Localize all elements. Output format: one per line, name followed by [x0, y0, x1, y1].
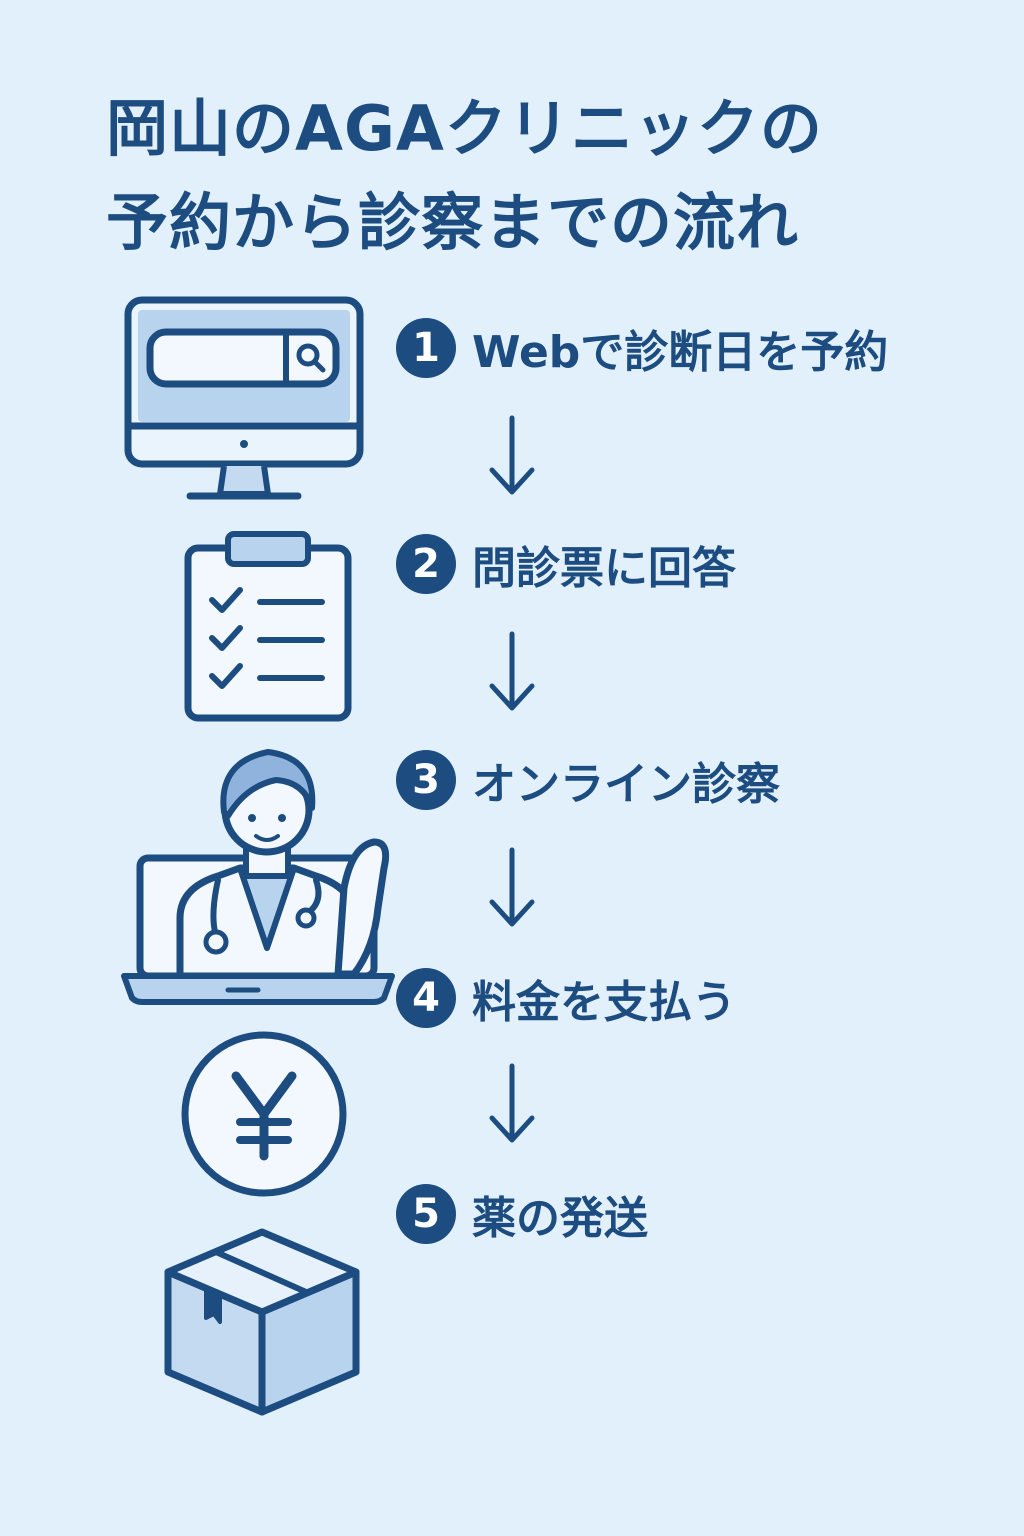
doctor-laptop-icon — [121, 749, 395, 1005]
yen-coin-icon — [181, 1031, 347, 1197]
step-4-number: 4 — [396, 968, 456, 1028]
step-3-label: オンライン診察 — [472, 759, 780, 810]
step-3-number: 3 — [396, 750, 456, 810]
step-5: 5 薬の発送 — [396, 1182, 648, 1246]
step-4-label: 料金を支払う — [472, 977, 736, 1028]
step-2-label: 問診票に回答 — [472, 543, 736, 594]
down-arrow-icon — [489, 631, 535, 711]
step-1-number: 1 — [396, 318, 456, 378]
step-3: 3 オンライン診察 — [396, 748, 780, 812]
step-2-number: 2 — [396, 534, 456, 594]
clipboard-checklist-icon — [184, 531, 352, 722]
step-1-label: Webで診断日を予約 — [472, 327, 889, 378]
step-5-number: 5 — [396, 1184, 456, 1244]
title-line-2: 予約から診察までの流れ — [106, 186, 800, 259]
step-4: 4 料金を支払う — [396, 966, 736, 1030]
down-arrow-icon — [489, 1063, 535, 1143]
step-1: 1 Webで診断日を予約 — [396, 316, 888, 380]
down-arrow-icon — [489, 847, 535, 927]
step-5-label: 薬の発送 — [472, 1193, 648, 1244]
down-arrow-icon — [489, 415, 535, 495]
step-2: 2 問診票に回答 — [396, 532, 736, 596]
package-box-icon — [164, 1228, 360, 1416]
title-line-1: 岡山のAGAクリニックの — [106, 92, 823, 165]
page-title: 岡山のAGAクリニックの 予約から診察までの流れ — [106, 82, 986, 270]
computer-search-icon — [124, 296, 364, 500]
